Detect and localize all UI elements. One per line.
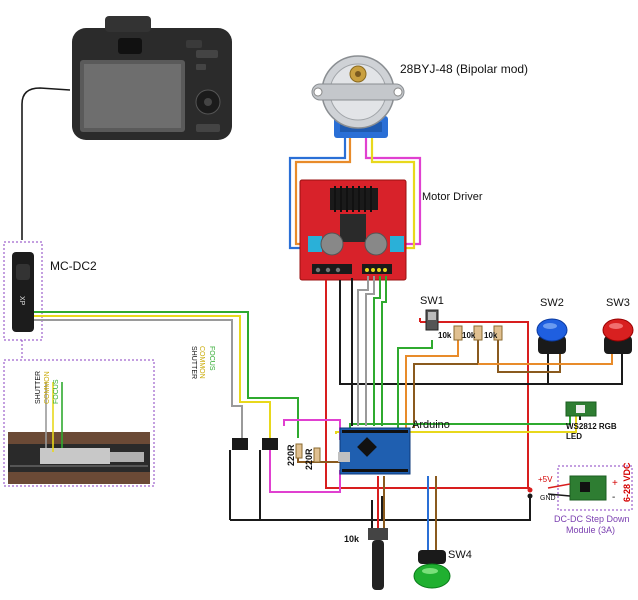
optocoupler-1: [232, 438, 248, 450]
sw3-label: SW3: [606, 297, 630, 309]
sw4-label: SW4: [448, 549, 472, 561]
photo-common-label: COMMON: [44, 371, 51, 404]
remote-icon: XP: [12, 252, 34, 332]
dcdc-module: [569, 475, 607, 501]
bus-wires: [229, 276, 623, 550]
pot-label: 10k: [344, 534, 360, 544]
resistor-220r-a: [295, 443, 303, 459]
arduino-board: [338, 427, 411, 475]
resistor-10k-1: [453, 325, 463, 341]
potentiometer-icon: [368, 528, 388, 590]
vin-minus-label: -: [612, 492, 615, 503]
wire-focus-label: FOCUS: [208, 346, 215, 371]
vplus-label: +5V: [538, 475, 553, 484]
dcdc-label: DC-DC Step Down Module (3A): [554, 514, 632, 535]
motor-driver-label: Motor Driver: [422, 191, 483, 203]
ws2812-led: [565, 401, 597, 417]
vin-label: 6-28 VDC: [622, 462, 632, 502]
photo-dashed-box: [3, 359, 155, 487]
sw2-button-icon: [536, 318, 568, 354]
gnd-label: GND: [540, 495, 556, 502]
resistor-10k-3-label: 10k: [484, 331, 498, 340]
optocoupler-2: [262, 438, 278, 450]
wire-common-label: COMMON: [198, 346, 205, 379]
resistor-10k-3: [493, 325, 503, 341]
photo-focus-label: FOCUS: [53, 379, 60, 404]
sw3-button-icon: [602, 318, 634, 354]
arduino-label: Arduino: [412, 419, 450, 431]
resistor-220r-b-label: 220R: [304, 448, 314, 470]
resistor-220r-b: [313, 447, 321, 463]
sw4-button-icon: [413, 550, 451, 589]
vin-plus-label: +: [612, 478, 618, 489]
sw1-switch: [425, 309, 439, 331]
resistor-220r-a-label: 220R: [286, 444, 296, 466]
resistor-10k-2: [473, 325, 483, 341]
sw1-label: SW1: [420, 295, 444, 307]
resistor-10k-2-label: 10k: [462, 331, 476, 340]
photo-shutter-label: SHUTTER: [35, 371, 42, 404]
remote-label: MC-DC2: [50, 259, 97, 273]
wire-shutter-label: SHUTTER: [190, 346, 197, 379]
sw2-label: SW2: [540, 297, 564, 309]
remote-wires: [34, 311, 299, 438]
remote-logo: XP: [18, 296, 25, 306]
remote-cable: [21, 87, 71, 240]
dcdc-dashed-box: [557, 465, 633, 511]
connector-photo: [8, 432, 150, 484]
stepper-motor-icon: [311, 55, 405, 138]
motor-driver-board: [299, 179, 407, 281]
motor-label: 28BYJ-48 (Bipolar mod): [400, 62, 528, 76]
resistor-10k-1-label: 10k: [438, 331, 452, 340]
motor-wires: [288, 138, 422, 250]
camera-icon: [72, 16, 232, 140]
